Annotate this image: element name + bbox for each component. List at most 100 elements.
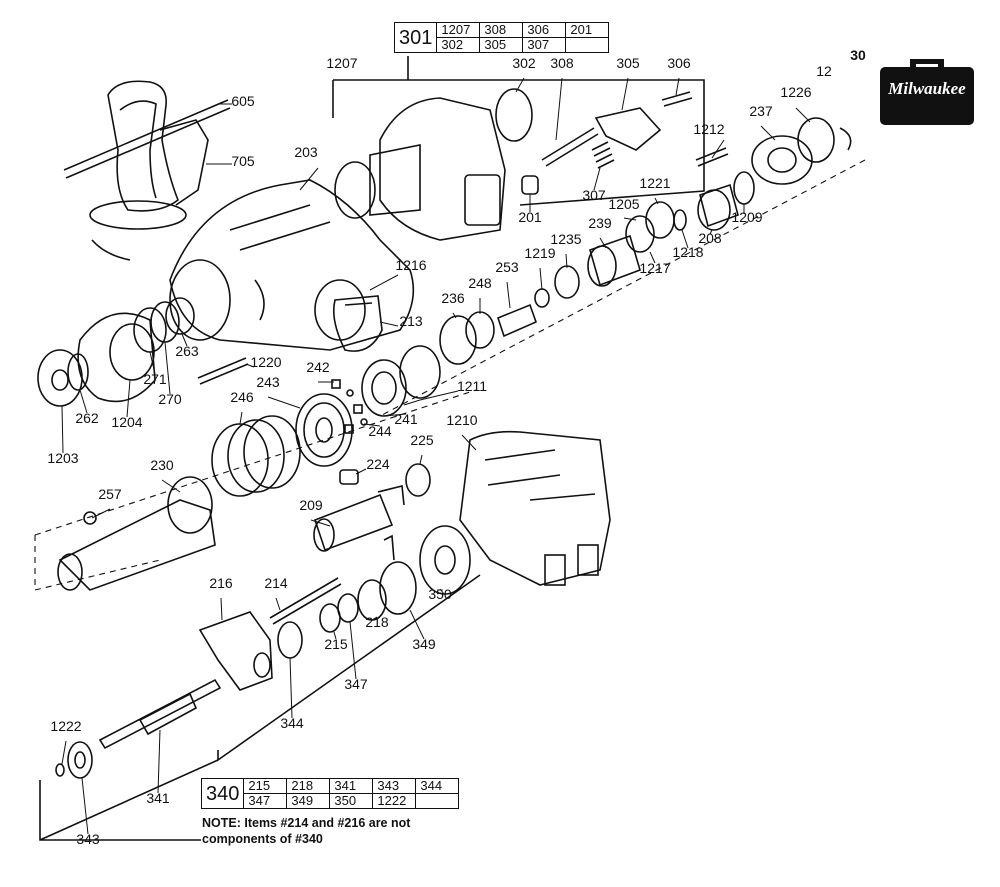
- kit-table-340-cell: 1222: [372, 793, 417, 809]
- bolt-part-1220: [197, 357, 249, 385]
- side-handle-part-705: [89, 80, 209, 261]
- ring-part-262: [67, 353, 89, 391]
- part-callout-236: 236: [441, 290, 465, 306]
- part-callout-215: 215: [324, 636, 348, 652]
- part-callout-1216: 1216: [395, 257, 426, 273]
- part-callout-218: 218: [365, 614, 389, 630]
- part-callout-213: 213: [399, 313, 423, 329]
- pinion-part-343: [67, 741, 93, 779]
- part-callout-201: 201: [518, 209, 542, 225]
- front-cover-part-1204: [77, 312, 156, 403]
- part-callout-305: 305: [616, 55, 640, 71]
- ring-part-271: [133, 307, 167, 353]
- part-callout-1221: 1221: [639, 175, 670, 191]
- part-callout-1209: 1209: [731, 209, 762, 225]
- kit-table-301-cell: [565, 37, 610, 53]
- spindle-part-230: [57, 476, 216, 591]
- part-callout-203: 203: [294, 144, 318, 160]
- part-callout-241: 241: [394, 411, 418, 427]
- part-callout-262: 262: [75, 410, 99, 426]
- gear-part-350: [419, 525, 471, 595]
- part-callout-214: 214: [264, 575, 288, 591]
- kit-table-340-cell: 341: [329, 778, 374, 794]
- kit-table-340-cell: 350: [329, 793, 374, 809]
- brand-logo-text: Milwaukee: [888, 79, 966, 98]
- front-cap-part-1203: [37, 349, 83, 407]
- part-callout-253: 253: [495, 259, 519, 275]
- ring-part-1211: [399, 345, 441, 399]
- kit-table-340-cell: 218: [286, 778, 331, 794]
- part-callout-209: 209: [299, 497, 323, 513]
- part-callout-237: 237: [749, 103, 773, 119]
- bearing-part-344: [277, 621, 303, 659]
- ring-part-302: [495, 88, 533, 142]
- part-callout-242: 242: [306, 359, 330, 375]
- pin-part-224: [339, 469, 359, 485]
- cylinder-part-239: [587, 234, 641, 287]
- ring-part-236: [439, 315, 477, 365]
- kit-table-340-cell: 215: [243, 778, 288, 794]
- ring-part-1235: [554, 265, 580, 299]
- kit-table-340-cell: [415, 793, 460, 809]
- depth-rod-part-605: [63, 99, 231, 179]
- kit-table-301-cell: 201: [565, 22, 610, 38]
- screw-part-1212: [695, 147, 729, 167]
- rod-part-214: [269, 577, 342, 625]
- kit-301-bracket: [333, 56, 705, 206]
- kit-table-340: 340 215 218 341 343 344 347 349 350 1222: [200, 778, 460, 809]
- part-callout-705: 705: [231, 153, 255, 169]
- carrying-case-icon: Milwaukee: [880, 57, 974, 125]
- part-callout-12: 12: [816, 63, 832, 79]
- part-callout-225: 225: [410, 432, 434, 448]
- spring-part-347-215: [319, 593, 359, 633]
- part-callout-349: 349: [412, 636, 436, 652]
- part-callout-307: 307: [582, 187, 606, 203]
- axis-line-mid: [34, 535, 161, 591]
- gear-part-243: [295, 393, 353, 467]
- kit-table-301-cell: 308: [479, 22, 524, 38]
- mode-selector-part-213: [332, 295, 383, 352]
- part-callout-344: 344: [280, 715, 304, 731]
- leader-lines: [61, 77, 811, 835]
- bracket-part-305: [594, 107, 662, 151]
- plug-part-201: [521, 175, 539, 195]
- shaft-part-341: [98, 678, 222, 750]
- ring-part-263: [165, 297, 195, 335]
- flange-part-237: [751, 135, 813, 185]
- small-parts-242-244: [331, 379, 368, 434]
- ring-part-1219: [534, 288, 550, 308]
- ring-part-1205: [625, 215, 655, 253]
- part-callout-30: 30: [850, 47, 866, 63]
- piston-part-253: [497, 303, 538, 338]
- kit-table-301-cell: 305: [479, 37, 524, 53]
- kit-table-301-cell: 1207: [436, 22, 481, 38]
- part-callout-1222: 1222: [50, 718, 81, 734]
- clip-part-1222: [55, 763, 65, 777]
- ring-part-225: [405, 463, 431, 497]
- kit-340-bracket: [39, 574, 481, 841]
- part-callout-306: 306: [667, 55, 691, 71]
- kit-table-340-cell: 344: [415, 778, 460, 794]
- part-callout-257: 257: [98, 486, 122, 502]
- part-callout-243: 243: [256, 374, 280, 390]
- part-callout-1211: 1211: [457, 378, 487, 394]
- part-callout-270: 270: [158, 391, 182, 407]
- case-shape: [880, 59, 974, 125]
- part-callout-1235: 1235: [550, 231, 581, 247]
- part-callout-244: 244: [368, 423, 392, 439]
- kit-table-301: 301 1207 308 306 201 302 305 307: [393, 22, 610, 53]
- part-callout-246: 246: [230, 389, 254, 405]
- part-callout-341: 341: [146, 790, 170, 806]
- part-callout-1226: 1226: [780, 84, 811, 100]
- part-callout-1217: 1217: [639, 260, 670, 276]
- kit-table-340-cell: 347: [243, 793, 288, 809]
- kit-table-340-cell: 349: [286, 793, 331, 809]
- housing-part-203: [169, 179, 415, 351]
- part-callout-224: 224: [366, 456, 390, 472]
- kit-table-301-cell: 302: [436, 37, 481, 53]
- part-callout-1219: 1219: [524, 245, 555, 261]
- part-callout-343: 343: [76, 831, 100, 847]
- part-callout-1205: 1205: [608, 196, 639, 212]
